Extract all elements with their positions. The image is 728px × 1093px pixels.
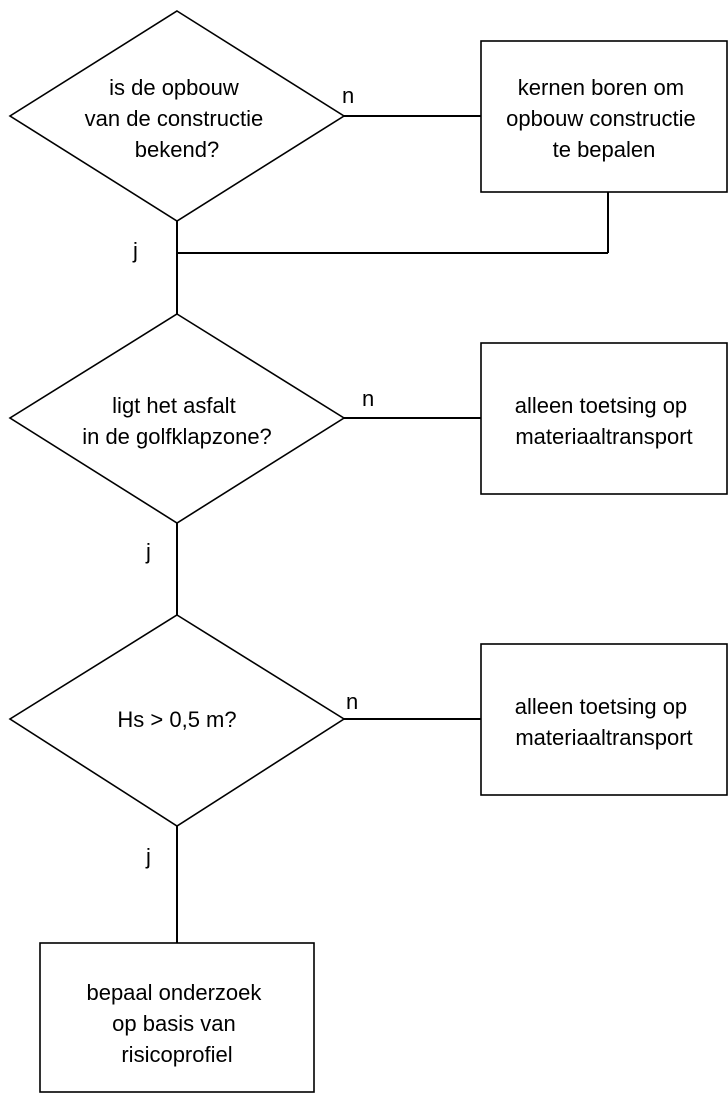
process-transport-2-line-1: alleen toetsing op	[515, 694, 687, 719]
process-research-line-3: risicoprofiel	[121, 1042, 232, 1067]
decision-3-line-1: Hs > 0,5 m?	[117, 707, 236, 732]
process-transport-2-box	[480, 643, 728, 796]
process-transport-2-text: alleen toetsing op materiaaltransport	[515, 694, 694, 750]
process-transport-1-text: alleen toetsing op materiaaltransport	[515, 393, 694, 449]
process-research-text: bepaal onderzoek op basis van risicoprof…	[86, 980, 267, 1067]
process-cores-text: kernen boren om opbouw constructie te be…	[506, 75, 702, 162]
process-research-line-1: bepaal onderzoek	[86, 980, 262, 1005]
decision-3: Hs > 0,5 m? n j	[8, 614, 358, 869]
decision-2-diamond	[8, 313, 346, 524]
process-transport-2-line-2: materiaaltransport	[515, 725, 692, 750]
decision-2-line-1: ligt het asfalt	[112, 393, 236, 418]
process-cores: kernen boren om opbouw constructie te be…	[480, 40, 728, 193]
decision-1: is de opbouw van de constructie bekend? …	[8, 10, 354, 263]
process-cores-line-2: opbouw constructie	[506, 106, 696, 131]
process-research: bepaal onderzoek op basis van risicoprof…	[39, 942, 315, 1093]
process-transport-2: alleen toetsing op materiaaltransport	[480, 643, 728, 796]
connectors	[176, 115, 609, 943]
decision-2-text: ligt het asfalt in de golfklapzone?	[82, 393, 272, 449]
decision-1-text: is de opbouw van de constructie bekend?	[85, 75, 270, 162]
decision-3-no-label: n	[346, 689, 358, 714]
process-cores-box	[480, 40, 728, 193]
decision-1-line-2: van de constructie	[85, 106, 264, 131]
decision-3-text: Hs > 0,5 m?	[117, 707, 236, 732]
decision-1-line-1: is de opbouw	[109, 75, 239, 100]
process-cores-line-3: te bepalen	[553, 137, 656, 162]
process-cores-line-1: kernen boren om	[518, 75, 684, 100]
decision-1-yes-label: j	[132, 238, 138, 263]
process-research-line-2: op basis van	[112, 1011, 236, 1036]
decision-3-diamond	[8, 614, 346, 827]
process-transport-1: alleen toetsing op materiaaltransport	[480, 342, 728, 495]
decision-2: ligt het asfalt in de golfklapzone? n j	[8, 313, 374, 564]
decision-2-yes-label: j	[145, 539, 151, 564]
decision-1-diamond	[8, 10, 346, 222]
process-transport-1-line-2: materiaaltransport	[515, 424, 692, 449]
decision-3-yes-label: j	[145, 844, 151, 869]
decision-2-no-label: n	[362, 386, 374, 411]
decision-1-line-3: bekend?	[135, 137, 219, 162]
process-transport-1-line-1: alleen toetsing op	[515, 393, 687, 418]
decision-1-no-label: n	[342, 83, 354, 108]
decision-2-line-2: in de golfklapzone?	[82, 424, 272, 449]
process-transport-1-box	[480, 342, 728, 495]
process-research-box	[39, 942, 315, 1093]
